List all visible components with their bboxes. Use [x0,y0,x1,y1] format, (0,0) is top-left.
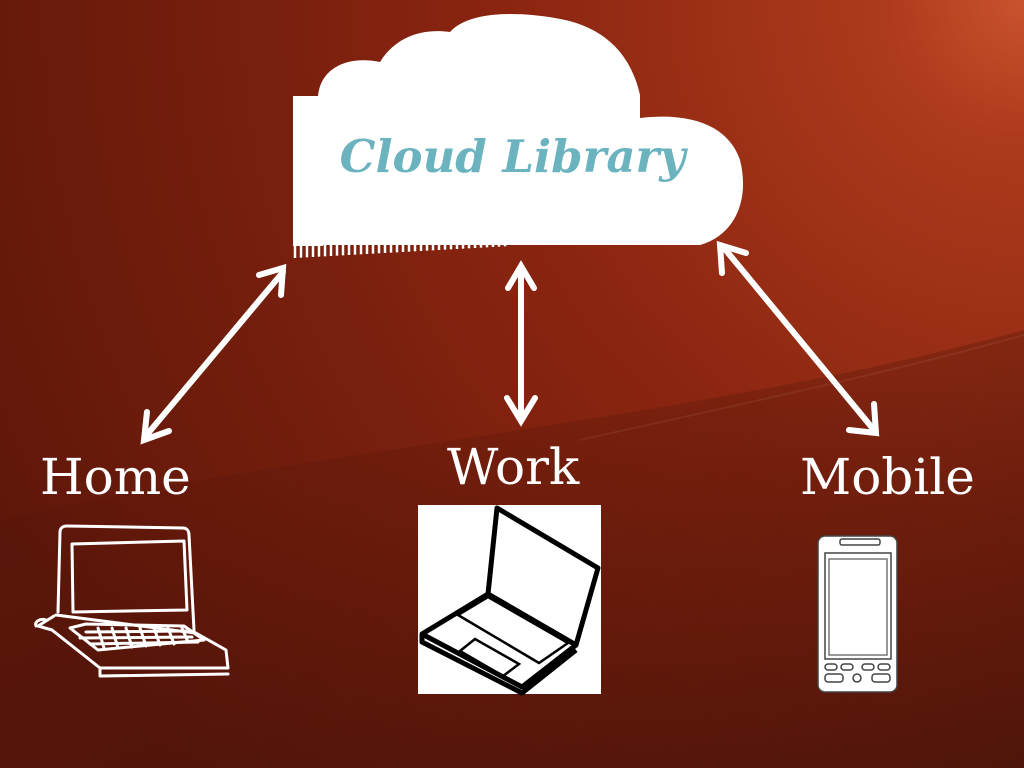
label-mobile: Mobile [800,448,975,506]
label-work: Work [447,438,580,496]
label-home: Home [40,448,191,506]
arrow-mobile [716,240,880,437]
arrow-home [140,263,287,445]
cloud-title: Cloud Library [339,130,686,183]
arrow-work [504,260,538,427]
